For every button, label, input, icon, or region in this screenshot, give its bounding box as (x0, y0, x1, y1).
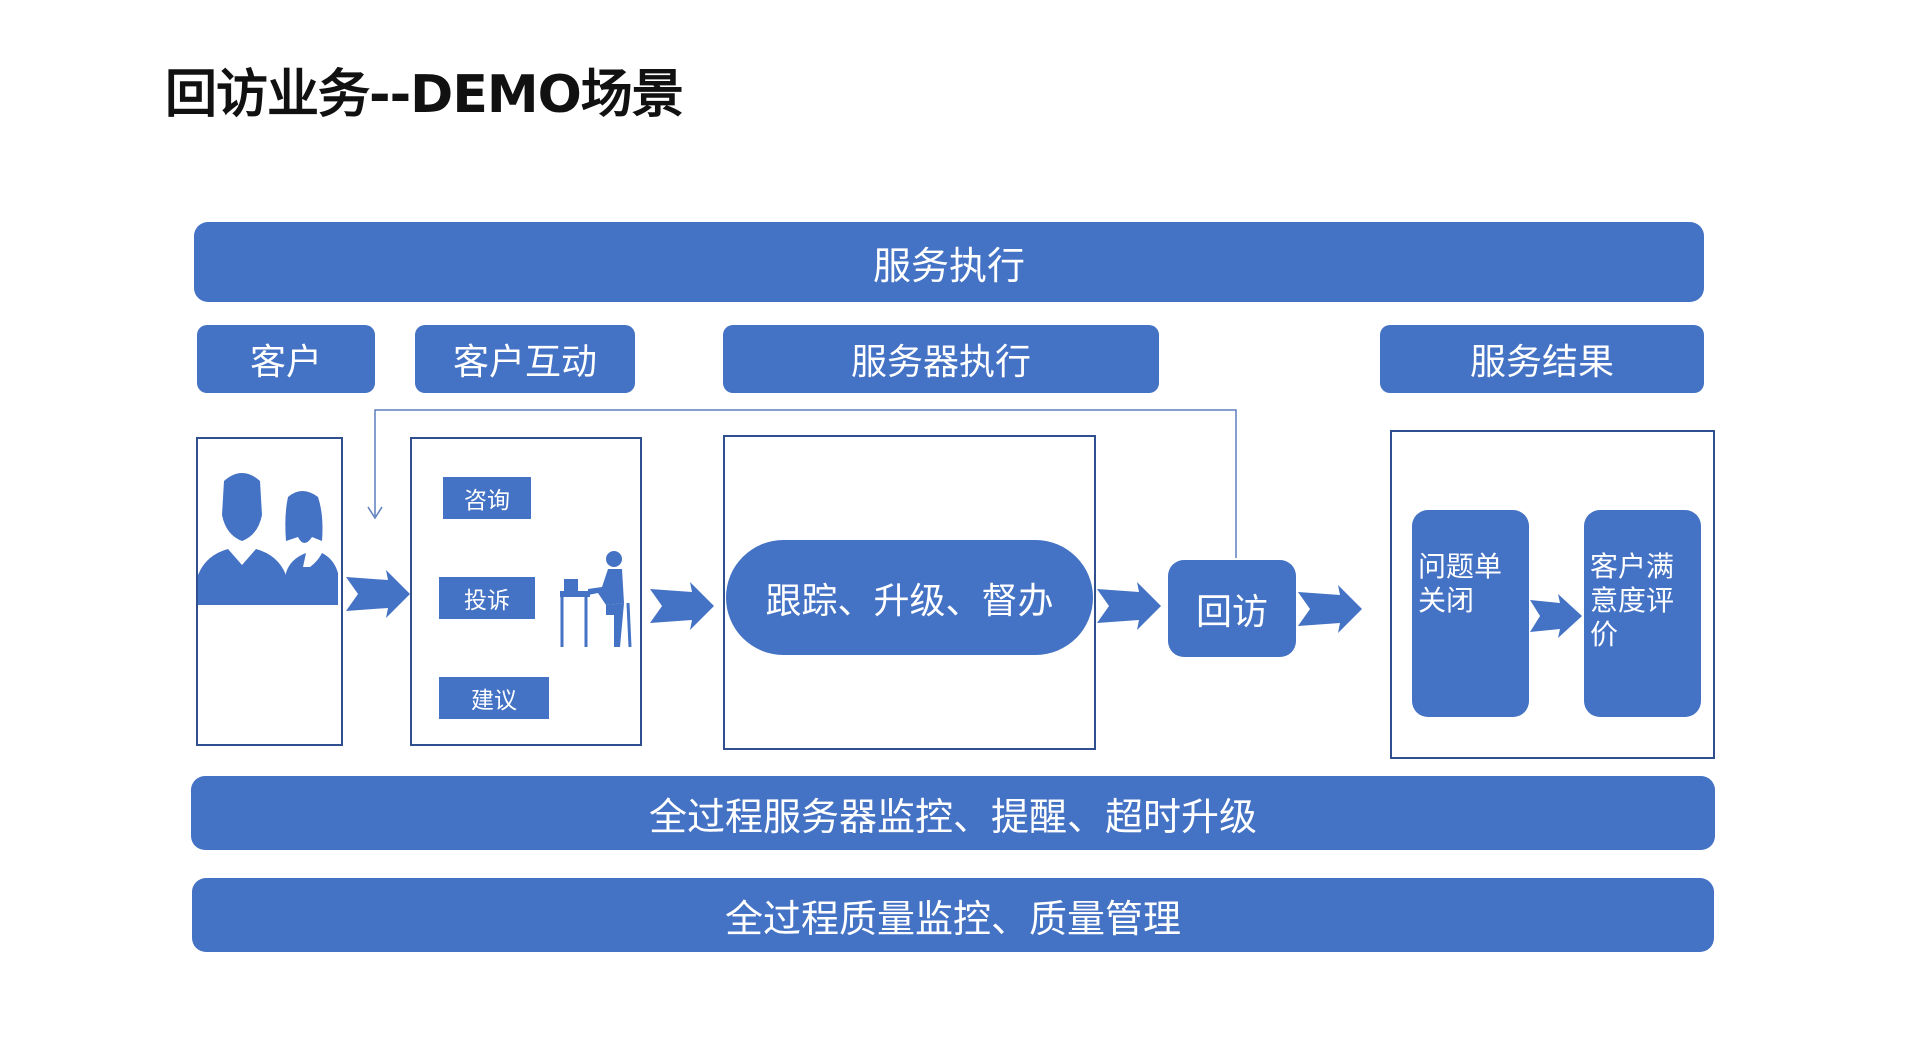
service-execution-bar: 服务执行 (194, 222, 1704, 302)
complaint-tag: 投诉 (439, 577, 535, 619)
page-title: 回访业务--DEMO场景 (165, 65, 684, 125)
quality-management-bar: 全过程质量监控、质量管理 (192, 878, 1714, 952)
feedback-loop-connector (367, 409, 1237, 558)
person-at-desk-icon (560, 551, 632, 648)
arrow-right-icon (1530, 594, 1582, 638)
arrow-right-icon (650, 582, 714, 630)
customer-panel (196, 437, 343, 746)
service-result-header: 服务结果 (1380, 325, 1704, 393)
satisfaction-rating-card: 客户满意度评价 (1584, 510, 1701, 717)
people-icon (198, 473, 338, 605)
server-execution-header: 服务器执行 (723, 325, 1159, 393)
track-escalate-supervise-pill: 跟踪、升级、督办 (726, 540, 1093, 655)
interaction-panel: 咨询 投诉 建议 (410, 437, 642, 746)
ticket-close-card: 问题单关闭 (1412, 510, 1529, 717)
process-monitoring-bar: 全过程服务器监控、提醒、超时升级 (191, 776, 1715, 850)
suggestion-tag: 建议 (439, 677, 549, 719)
revisit-box: 回访 (1168, 560, 1296, 657)
customer-header: 客户 (197, 325, 375, 393)
arrow-right-icon (1097, 582, 1161, 630)
interaction-header: 客户互动 (415, 325, 635, 393)
arrow-right-icon (346, 570, 410, 618)
arrow-right-icon (1298, 585, 1362, 633)
consult-tag: 咨询 (443, 477, 531, 519)
